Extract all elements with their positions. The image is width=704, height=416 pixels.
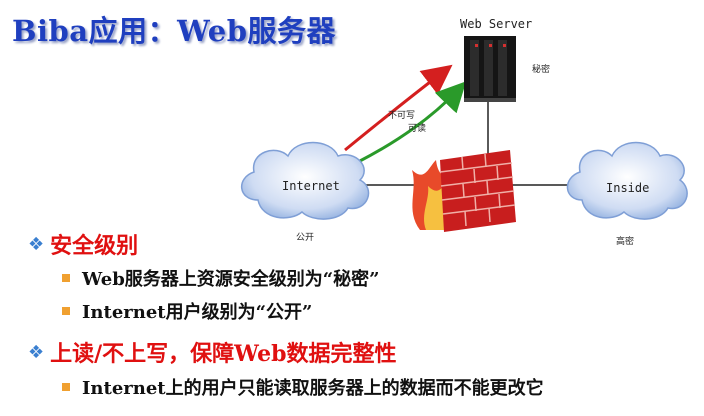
read-arrow bbox=[357, 81, 467, 164]
no-write-arrow bbox=[344, 64, 453, 152]
square-bullet-icon bbox=[62, 383, 70, 391]
web-server-icon bbox=[464, 36, 516, 102]
page-title: Biba应用：Web服务器 bbox=[12, 14, 337, 48]
read-label: 可读 bbox=[408, 122, 426, 134]
bullet-item-text: Internet上的用户只能读取服务器上的数据而不能更改它 bbox=[82, 378, 544, 399]
bullet-security-level: ❖ 安全级别 bbox=[28, 228, 138, 260]
bullet-item: Internet上的用户只能读取服务器上的数据而不能更改它 bbox=[62, 374, 544, 400]
secret-label: 秘密 bbox=[532, 63, 550, 75]
bullet-item: Web服务器上资源安全级别为“秘密” bbox=[62, 265, 380, 291]
square-bullet-icon bbox=[62, 274, 70, 282]
firewall-icon bbox=[412, 150, 516, 232]
bullet-item-text: Internet用户级别为“公开” bbox=[82, 302, 313, 323]
internet-cloud-icon bbox=[241, 141, 370, 220]
bullet-item: Internet用户级别为“公开” bbox=[62, 298, 312, 324]
bullet-integrity: ❖ 上读/不上写，保障Web数据完整性 bbox=[28, 336, 396, 368]
inside-cloud-icon bbox=[566, 141, 688, 220]
public-label: 公开 bbox=[296, 232, 314, 243]
bullet-heading: 上读/不上写，保障Web数据完整性 bbox=[50, 341, 397, 367]
bullet-heading: 安全级别 bbox=[50, 233, 139, 259]
inside-label: Inside bbox=[606, 181, 649, 195]
top-secret-label: 高密 bbox=[616, 235, 634, 247]
no-write-label: 不可写 bbox=[388, 110, 415, 121]
internet-label: Internet bbox=[282, 179, 340, 193]
bullet-item-text: Web服务器上资源安全级别为“秘密” bbox=[82, 269, 380, 290]
square-bullet-icon bbox=[62, 307, 70, 315]
web-server-label: Web Server bbox=[460, 17, 532, 31]
diamond-bullet-icon: ❖ bbox=[28, 341, 45, 363]
diamond-bullet-icon: ❖ bbox=[28, 233, 45, 255]
